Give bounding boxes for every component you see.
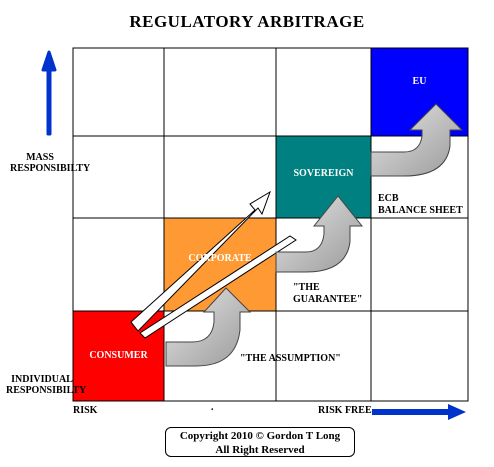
- ecb-label-line2: BALANCE SHEET: [378, 205, 463, 216]
- y-axis-bottom-label: INDIVIDUAL RESPONSIBILTY: [6, 374, 87, 396]
- step-arrow-1: [165, 287, 252, 367]
- copyright-box: Copyright 2010 © Gordon T Long All Right…: [165, 427, 355, 457]
- eu-label: EU: [412, 76, 427, 87]
- step-arrow-2: [275, 195, 364, 273]
- diagonal-arrow-shaft: [139, 235, 297, 339]
- grid: [72, 47, 469, 402]
- y-axis-top-label: MASS RESPONSIBILTY: [10, 152, 91, 174]
- x-axis-dot: .: [211, 402, 214, 413]
- ecb-label-line1: ECB: [378, 193, 399, 204]
- sovereign-cell: [276, 136, 371, 218]
- copyright-line1: Copyright 2010 © Gordon T Long: [179, 430, 341, 442]
- step-arrow-3: [370, 103, 464, 177]
- guarantee-label-line2: GUARANTEE": [293, 294, 363, 305]
- sovereign-label: SOVEREIGN: [293, 168, 354, 179]
- consumer-label: CONSUMER: [89, 350, 148, 361]
- diagonal-arrow-outline: [130, 190, 271, 332]
- page-title: REGULATORY ARBITRAGE: [129, 12, 365, 31]
- x-axis-right-label: RISK FREE: [318, 405, 372, 416]
- copyright-line2: All Right Reserved: [215, 444, 305, 456]
- assumption-label: "THE ASSUMPTION": [240, 353, 341, 364]
- corporate-label: CORPORATE: [188, 253, 252, 264]
- guarantee-label-line1: "THE: [293, 282, 320, 293]
- x-axis-left-label: RISK: [73, 405, 98, 416]
- consumer-cell: [73, 311, 164, 401]
- right-arrow-icon: [372, 404, 466, 420]
- up-arrow-icon: [41, 50, 57, 136]
